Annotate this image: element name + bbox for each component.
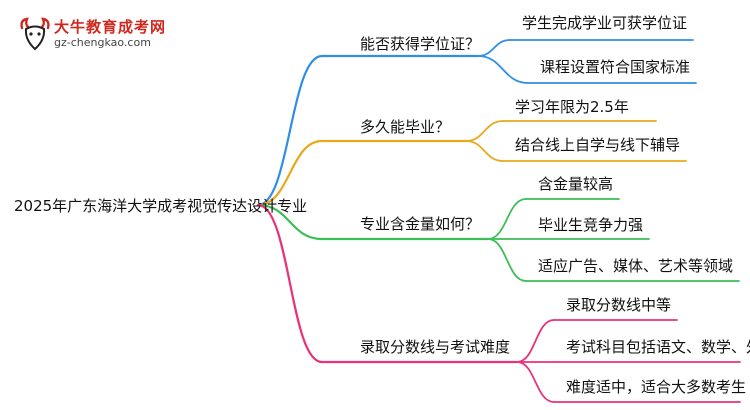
- branch-to-leaf-connector: [465, 140, 504, 162]
- branch-to-leaf-connector: [477, 39, 511, 57]
- root-to-branch-connector: [256, 139, 324, 207]
- root-to-branch-connector: [256, 203, 324, 364]
- leaf-node[interactable]: 难度适中，适合大多数考生: [566, 378, 747, 396]
- leaf-node[interactable]: 含金量较高: [538, 175, 614, 193]
- branch-to-leaf-connector: [516, 319, 555, 363]
- logo-url: gz-chengkao.com: [54, 36, 151, 49]
- root-to-branch-connector: [256, 203, 324, 241]
- leaf-node[interactable]: 课程设置符合国家标准: [540, 58, 691, 76]
- logo-title: 大牛教育成考网: [54, 18, 167, 36]
- leaf-node[interactable]: 结合线上自学与线下辅导: [515, 136, 681, 154]
- site-logo[interactable]: 大牛教育成考网 gz-chengkao.com: [18, 14, 168, 54]
- branch-to-leaf-connector: [487, 198, 527, 240]
- ox-logo-icon: [20, 17, 50, 51]
- branch-node[interactable]: 多久能毕业？: [360, 118, 451, 136]
- root-node[interactable]: 2025年广东海洋大学成考视觉传达设计专业: [14, 197, 308, 215]
- leaf-node[interactable]: 录取分数线中等: [566, 296, 672, 314]
- branch-to-leaf-connector: [477, 55, 529, 84]
- branch-to-leaf-connector: [465, 120, 504, 142]
- leaf-node[interactable]: 毕业生竞争力强: [538, 216, 644, 234]
- leaf-node[interactable]: 考试科目包括语文、数学、外语: [566, 338, 750, 356]
- branch-node[interactable]: 专业含金量如何？: [360, 215, 481, 233]
- branch-to-leaf-connector: [516, 361, 555, 403]
- branch-to-leaf-connector: [487, 238, 527, 282]
- branch-node[interactable]: 能否获得学位证？: [360, 35, 481, 53]
- leaf-node[interactable]: 适应广告、媒体、艺术等领域: [538, 257, 734, 275]
- leaf-node[interactable]: 学习年限为2.5年: [515, 98, 629, 116]
- leaf-node[interactable]: 学生完成学业可获学位证: [522, 14, 688, 32]
- branch-node[interactable]: 录取分数线与考试难度: [360, 338, 511, 356]
- root-to-branch-connector: [256, 54, 324, 207]
